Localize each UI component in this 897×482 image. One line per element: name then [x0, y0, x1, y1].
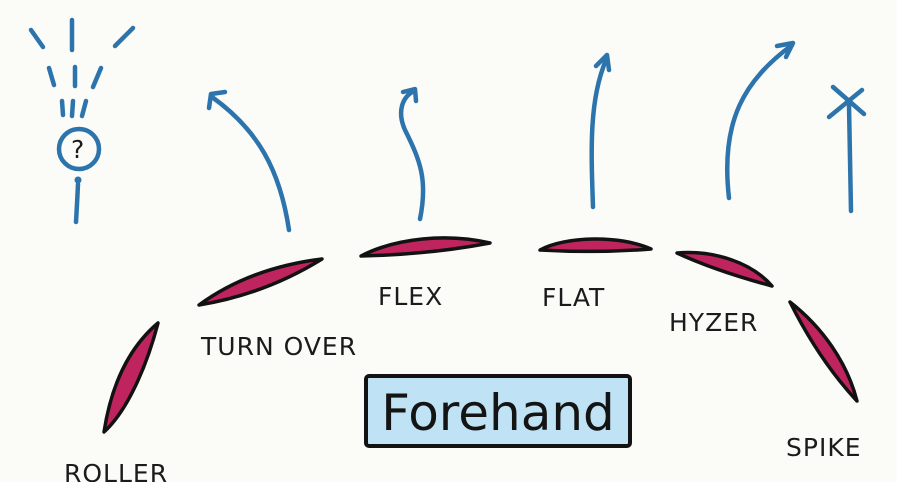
roller-label: ROLLER [64, 459, 168, 482]
spike-flight-path [846, 102, 854, 214]
hyzer-disc [675, 250, 774, 288]
flex-flight-path [398, 88, 426, 222]
question-mark-bulb-icon [56, 126, 102, 172]
question-rays-icon [28, 17, 136, 119]
x-mark-icon [826, 84, 867, 120]
hyzer-arrowhead-icon [774, 40, 796, 60]
roller-disc [102, 321, 160, 434]
spike-disc [788, 300, 859, 403]
flat-disc [538, 237, 653, 254]
turnover-arrowhead-icon [206, 89, 228, 111]
flex-disc [359, 236, 492, 258]
title-box-frame [364, 374, 632, 448]
page-title: Forehand [381, 384, 615, 442]
hyzer-label: HYZER [669, 308, 758, 337]
turnover-flight-path [209, 94, 292, 233]
hyzer-flight-path [724, 42, 795, 201]
flex-label: FLEX [378, 282, 443, 311]
turnover-disc [197, 257, 324, 307]
bulb-dot-icon [74, 176, 82, 184]
flat-label: FLAT [542, 283, 605, 312]
spike-label: SPIKE [786, 433, 862, 462]
title-box: Forehand [364, 374, 632, 448]
flex-arrowhead-icon [400, 86, 419, 104]
roller-flight-path: ? [28, 17, 136, 225]
turnover-label: TURN OVER [200, 332, 357, 361]
question-mark-glyph: ? [71, 135, 85, 164]
bulb-stem [73, 181, 81, 225]
flat-flight-path [589, 57, 609, 210]
flat-arrowhead-icon [593, 52, 612, 73]
